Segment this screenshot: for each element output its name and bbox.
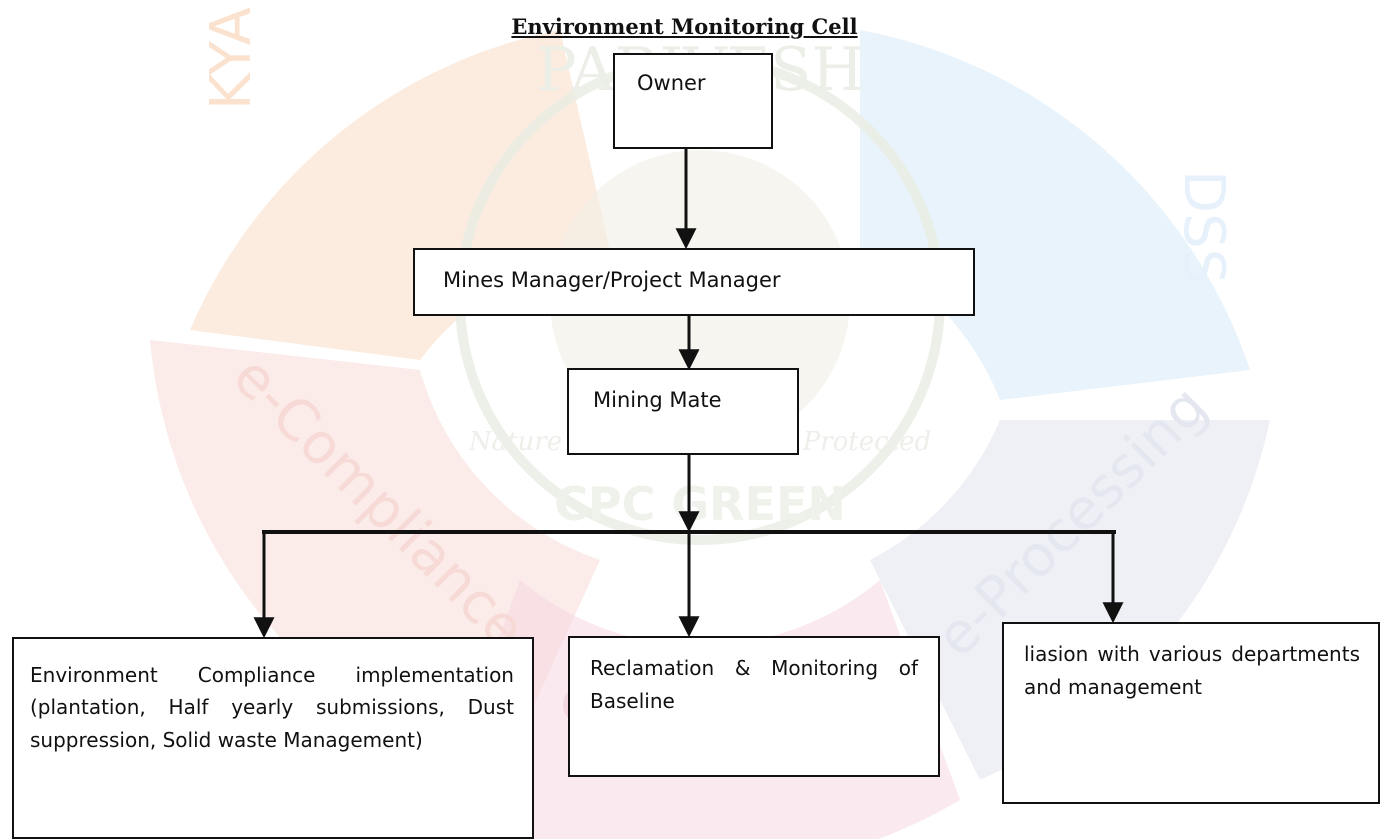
watermark-label-dss: DSS	[1171, 170, 1236, 284]
node-mining-mate: Mining Mate	[567, 368, 799, 455]
watermark-emblem-bottom: CPC GREEN	[554, 477, 846, 531]
watermark-segment-processing	[870, 420, 1270, 780]
node-owner: Owner	[613, 53, 773, 149]
node-mines-manager: Mines Manager/Project Manager	[413, 248, 975, 316]
node-reclamation-monitoring: Reclamation & Monitoring of Baseline	[568, 636, 940, 777]
node-liaison: liasion with various departments and man…	[1002, 622, 1380, 804]
watermark-label-kya: KYA	[199, 7, 264, 110]
diagram-title: Environment Monitoring Cell	[511, 14, 858, 39]
node-environment-compliance: Environment Compliance implementation (p…	[12, 637, 534, 839]
